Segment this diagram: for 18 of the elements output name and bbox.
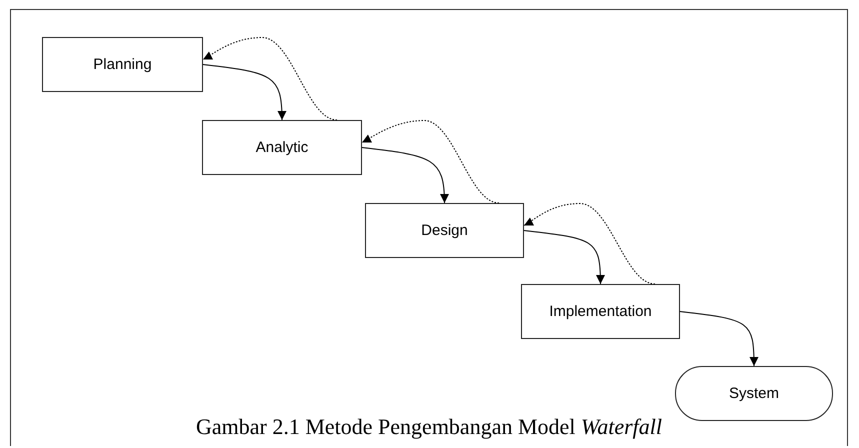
- process-box: [521, 284, 680, 339]
- process-box: [202, 120, 362, 175]
- arrow: [362, 147, 449, 204]
- process-box: [365, 203, 524, 258]
- node-label: Implementation: [549, 303, 652, 320]
- arrow: [202, 64, 286, 120]
- arrow: [202, 37, 338, 120]
- arrow: [362, 120, 500, 204]
- terminal-shape: [675, 366, 833, 421]
- arrow: [524, 203, 656, 284]
- arrow: [524, 230, 605, 284]
- node-label: System: [728, 385, 779, 402]
- node-label: Design: [421, 222, 468, 239]
- node-label: Planning: [93, 56, 152, 73]
- process-box: [42, 37, 203, 92]
- figure-caption: Gambar 2.1 Metode Pengembangan Model Waterfall: [195, 414, 663, 440]
- arrow: [680, 311, 758, 366]
- node-label: Analytic: [256, 139, 308, 156]
